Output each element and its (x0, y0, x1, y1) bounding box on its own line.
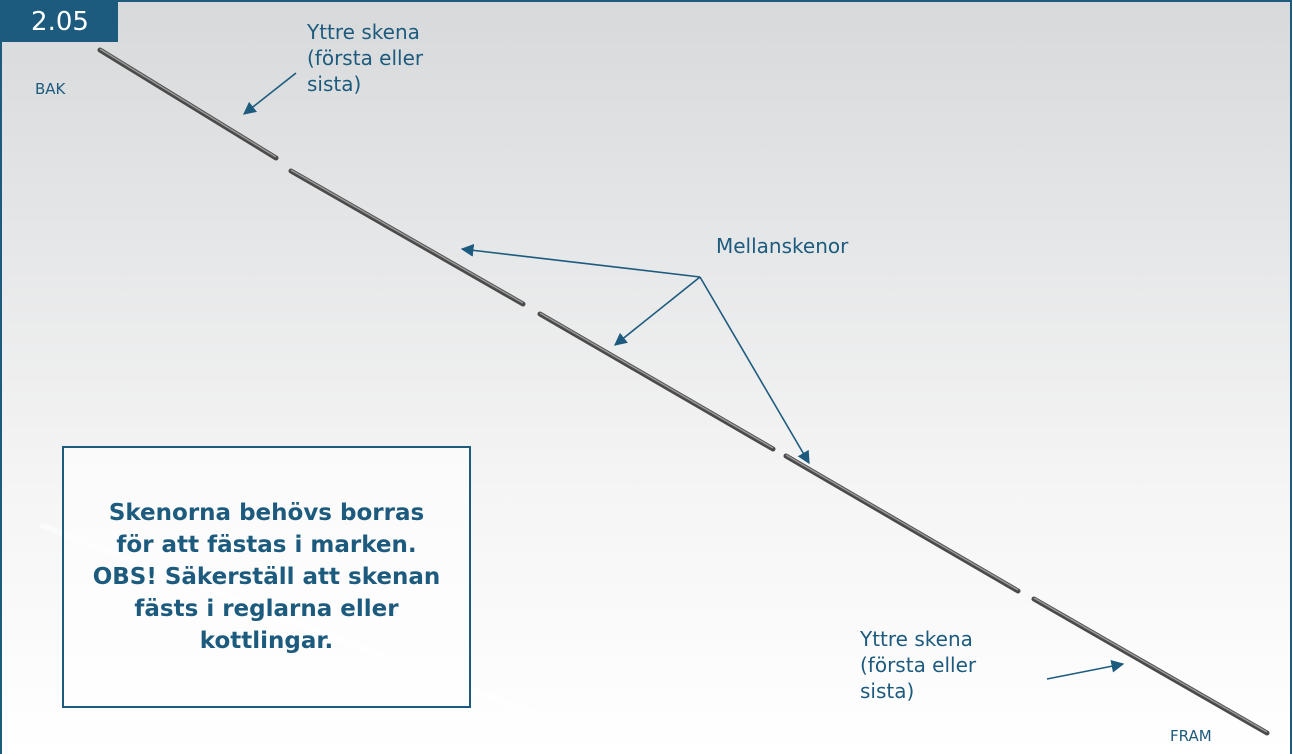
arrow-outer-back (242, 72, 297, 115)
rail-outer-front (1031, 596, 1270, 736)
outer-rail-bottom-line-1: Yttre skena (860, 627, 973, 651)
rail-middle-2 (537, 311, 776, 452)
drilling-note-box: Skenorna behövs borras för att fästas i … (62, 446, 471, 708)
step-number-badge: 2.05 (2, 2, 118, 42)
outer-rail-top-line-3: sista) (307, 72, 362, 96)
arrow-middle-1 (460, 243, 701, 278)
outer-rail-top-callout: Yttre skena (första eller sista) (307, 19, 423, 97)
outer-rail-bottom-callout: Yttre skena (första eller sista) (860, 626, 976, 704)
drilling-note-text: Skenorna behövs borras för att fästas i … (92, 500, 441, 654)
middle-rails-callout: Mellanskenor (716, 234, 849, 258)
outer-rail-bottom-line-2: (första eller (860, 653, 977, 677)
rail-middle-3 (783, 453, 1021, 594)
arrow-middle-2 (614, 276, 701, 346)
outer-rail-top-line-2: (första eller (307, 46, 424, 70)
arrow-middle-3 (699, 276, 810, 465)
back-label: BAK (35, 80, 66, 98)
outer-rail-bottom-line-3: sista) (860, 679, 915, 703)
arrow-outer-front (1046, 659, 1125, 680)
rail-middle-1 (288, 168, 526, 307)
outer-rail-top-line-1: Yttre skena (307, 20, 420, 44)
rail-outer-back (97, 47, 279, 161)
front-label: FRAM (1170, 727, 1212, 745)
